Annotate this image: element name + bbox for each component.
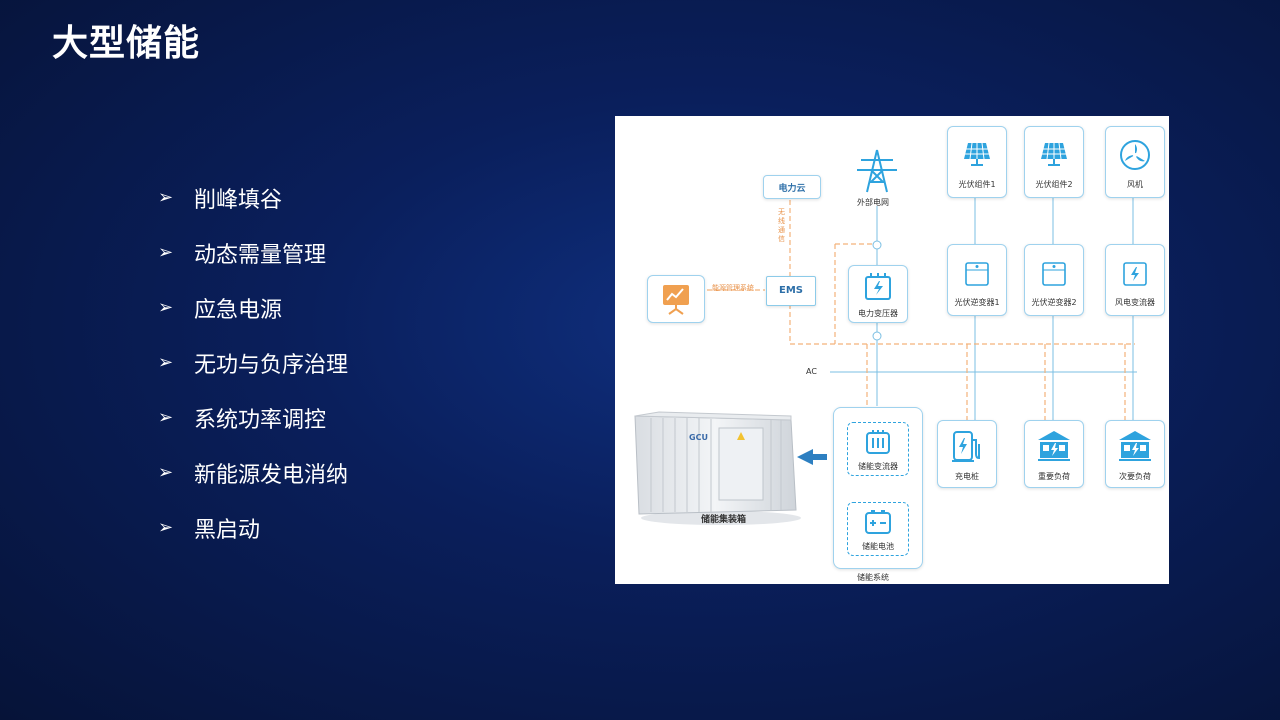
bullet-item: ➢ 动态需量管理 xyxy=(158,225,348,280)
bullet-item: ➢ 黑启动 xyxy=(158,500,348,555)
storage-system-label: 储能系统 xyxy=(857,573,889,582)
wireless-label: 无线通信 xyxy=(778,208,785,243)
solar-panel-icon xyxy=(1041,142,1067,166)
arrow-bullet-icon: ➢ xyxy=(158,297,174,318)
inverter-icon xyxy=(1042,262,1066,286)
secondary-load-node: 次要负荷 xyxy=(1105,420,1165,488)
monitor-chart-icon xyxy=(663,285,689,315)
ems-link-label: 能源管理系统 xyxy=(712,284,754,292)
wind-node: 风机 xyxy=(1105,126,1165,198)
container-label: 储能集装箱 xyxy=(701,515,747,525)
important-load-node: 重要负荷 xyxy=(1024,420,1084,488)
inverter-icon xyxy=(965,262,989,286)
bullet-text: 黑启动 xyxy=(194,517,261,543)
arrow-bullet-icon: ➢ xyxy=(158,187,174,208)
power-tower-icon xyxy=(857,149,897,193)
pcs-node: 储能变流器 xyxy=(847,422,909,476)
battery-node: 储能电池 xyxy=(847,502,909,556)
important-load-label: 重要负荷 xyxy=(1038,472,1070,481)
building-icon xyxy=(1119,431,1151,461)
charger-label: 充电桩 xyxy=(955,472,979,481)
secondary-load-label: 次要负荷 xyxy=(1119,472,1151,481)
transformer-node: 电力变压器 xyxy=(848,265,908,323)
grid-label: 外部电网 xyxy=(857,198,889,207)
wind-converter-node: 风电变流器 xyxy=(1105,244,1165,316)
bullet-text: 动态需量管理 xyxy=(194,242,327,268)
battery-icon xyxy=(865,510,891,534)
inverter2-label: 光伏逆变器2 xyxy=(1031,298,1077,307)
bullet-item: ➢ 新能源发电消纳 xyxy=(158,445,348,500)
wind-converter-label: 风电变流器 xyxy=(1115,298,1155,307)
bullet-text: 无功与负序治理 xyxy=(194,352,349,378)
cloud-node: 电力云 xyxy=(763,175,821,199)
pv2-label: 光伏组件2 xyxy=(1035,180,1073,189)
storage-container-image: GCU xyxy=(634,411,801,525)
ac-bus-label: AC xyxy=(806,367,817,376)
inverter1-label: 光伏逆变器1 xyxy=(954,298,1000,307)
arrow-bullet-icon: ➢ xyxy=(158,517,174,538)
cloud-label: 电力云 xyxy=(778,184,806,194)
bullet-item: ➢ 系统功率调控 xyxy=(158,390,348,445)
arrow-bullet-icon: ➢ xyxy=(158,407,174,428)
monitor-node xyxy=(647,275,705,323)
inverter1-node: 光伏逆变器1 xyxy=(947,244,1007,316)
building-icon xyxy=(1038,431,1070,461)
storage-system-node: 储能变流器 储能电池 xyxy=(833,407,923,569)
ems-label: EMS xyxy=(779,285,803,296)
arrow-bullet-icon: ➢ xyxy=(158,462,174,483)
inverter2-node: 光伏逆变器2 xyxy=(1024,244,1084,316)
transformer-icon xyxy=(865,273,891,300)
bullet-text: 削峰填谷 xyxy=(194,187,283,213)
arrow-bullet-icon: ➢ xyxy=(158,352,174,373)
bullet-list: ➢ 削峰填谷 ➢ 动态需量管理 ➢ 应急电源 ➢ 无功与负序治理 ➢ 系统功率调控 ➢ 新能… xyxy=(158,170,348,555)
transformer-label: 电力变压器 xyxy=(858,309,898,318)
slide-title: 大型储能 xyxy=(52,22,201,64)
charging-station-icon xyxy=(952,431,980,462)
charger-node: 充电桩 xyxy=(937,420,997,488)
solar-panel-icon xyxy=(964,142,990,166)
bullet-item: ➢ 削峰填谷 xyxy=(158,170,348,225)
bullet-text: 新能源发电消纳 xyxy=(194,462,349,488)
pcs-icon xyxy=(866,430,890,454)
bullet-item: ➢ 应急电源 xyxy=(158,280,348,335)
ems-node: EMS xyxy=(766,276,816,306)
bullet-text: 应急电源 xyxy=(194,297,283,323)
pv1-label: 光伏组件1 xyxy=(958,180,996,189)
wind-turbine-icon xyxy=(1120,140,1150,170)
wind-label: 风机 xyxy=(1127,180,1143,189)
pv1-node: 光伏组件1 xyxy=(947,126,1007,198)
arrow-bullet-icon: ➢ xyxy=(158,242,174,263)
pv2-node: 光伏组件2 xyxy=(1024,126,1084,198)
energy-storage-diagram: 电力云 无线通信 外部电网 能源管理系统 EMS 电力变压器 xyxy=(615,116,1169,584)
pcs-label: 储能变流器 xyxy=(858,462,898,471)
container-brand: GCU xyxy=(689,433,708,442)
bullet-item: ➢ 无功与负序治理 xyxy=(158,335,348,390)
wind-converter-icon xyxy=(1123,262,1147,286)
battery-label: 储能电池 xyxy=(862,542,894,551)
bullet-text: 系统功率调控 xyxy=(194,407,327,433)
